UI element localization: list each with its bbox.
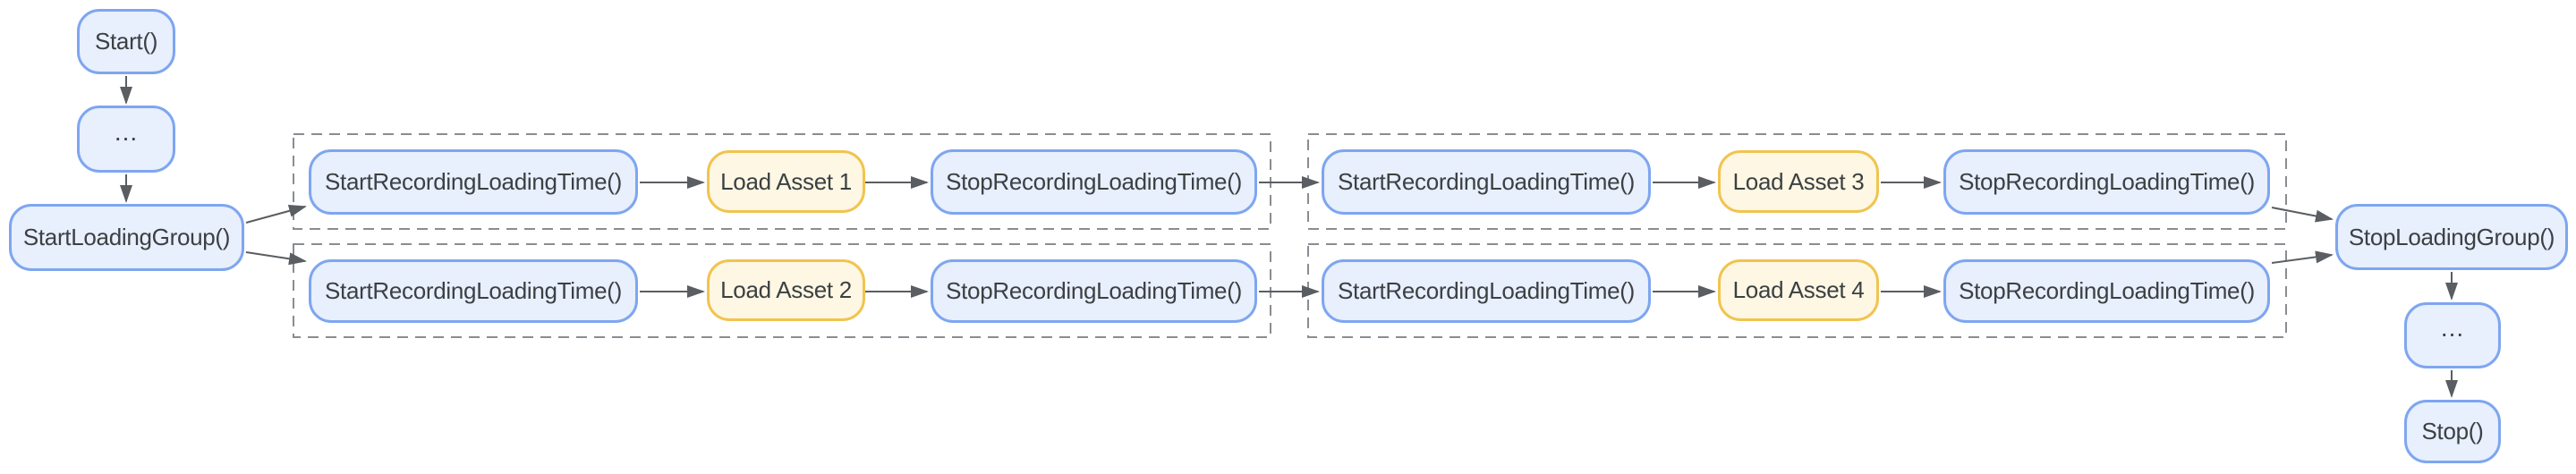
arrow-g2r1-to-stoploadinggroup (2271, 207, 2334, 223)
node-start: Start() (77, 9, 175, 74)
node-stop-loading-group: StopLoadingGroup() (2335, 204, 2568, 270)
node-g2r1-start-recording: StartRecordingLoadingTime() (1322, 149, 1651, 215)
node-ellipsis-right: ... (2404, 302, 2501, 368)
node-g2r2-load-asset-4: Load Asset 4 (1718, 259, 1879, 321)
node-g2r2-stop-recording: StopRecordingLoadingTime() (1943, 259, 2270, 323)
node-g2r1-load-asset-3: Load Asset 3 (1718, 150, 1879, 213)
node-g2r1-stop-recording: StopRecordingLoadingTime() (1943, 149, 2270, 215)
node-g1r2-start-recording: StartRecordingLoadingTime() (309, 259, 638, 323)
node-g1r1-stop-recording: StopRecordingLoadingTime() (931, 149, 1257, 215)
arrow-g2r2-to-stoploadinggroup (2271, 250, 2334, 264)
node-g1r1-start-recording: StartRecordingLoadingTime() (309, 149, 638, 215)
node-g1r2-stop-recording: StopRecordingLoadingTime() (931, 259, 1257, 323)
node-g1r1-load-asset-1: Load Asset 1 (707, 150, 865, 213)
node-ellipsis-left: ... (77, 106, 175, 173)
node-g2r2-start-recording: StartRecordingLoadingTime() (1322, 259, 1651, 323)
node-g1r2-load-asset-2: Load Asset 2 (707, 259, 865, 321)
node-start-loading-group: StartLoadingGroup() (9, 204, 244, 271)
arrow-startloadinggroup-to-row1 (245, 204, 307, 224)
node-stop: Stop() (2404, 400, 2501, 463)
arrow-startloadinggroup-to-row2 (245, 251, 307, 266)
